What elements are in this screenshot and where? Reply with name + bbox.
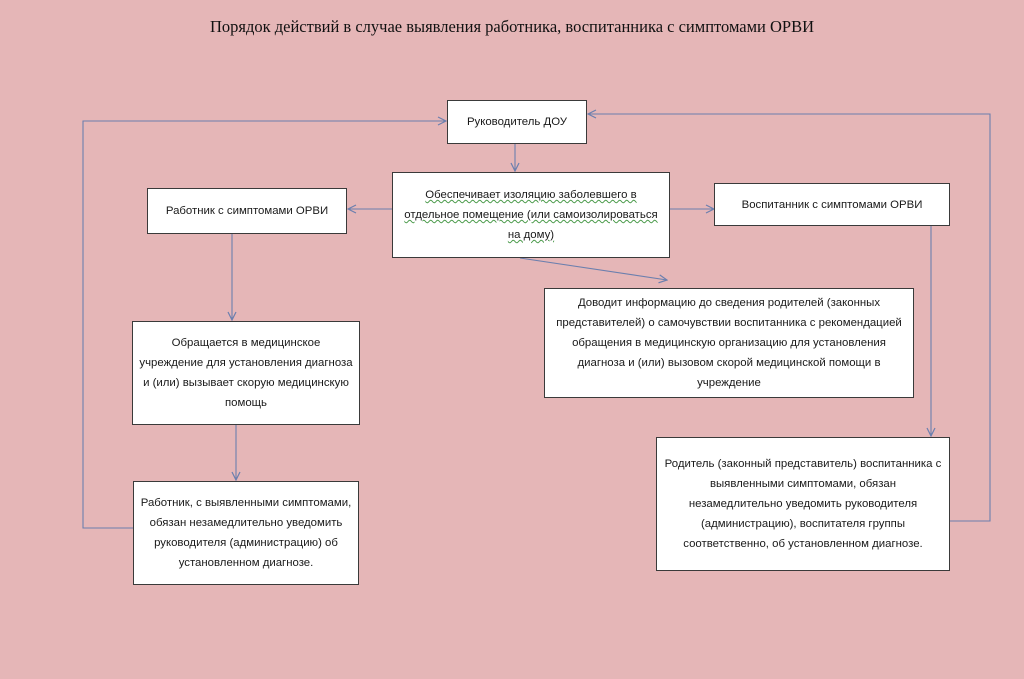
node-inform-parents-text: Доводит информацию до сведения родителей… <box>556 297 902 389</box>
diagram-title: Порядок действий в случае выявления рабо… <box>209 17 815 36</box>
node-parent-notify-text: Родитель (законный представитель) воспит… <box>664 458 942 550</box>
node-isolation-text: Обеспечивает изоляцию заболевшего в отде… <box>404 189 658 241</box>
node-worker: Работник с симптомами ОРВИ <box>147 188 347 234</box>
edge-parent-notify-to-leader <box>588 114 991 522</box>
node-child-text: Воспитанник с симптомами ОРВИ <box>741 198 923 211</box>
node-parent-notify: Родитель (законный представитель) воспит… <box>656 437 950 571</box>
node-inform-parents: Доводит информацию до сведения родителей… <box>544 288 914 398</box>
edge-isolation-to-inform <box>519 257 667 280</box>
node-isolation: Обеспечивает изоляцию заболевшего в отде… <box>392 172 670 258</box>
node-leader: Руководитель ДОУ <box>447 100 587 144</box>
node-worker-text: Работник с симптомами ОРВИ <box>165 205 329 217</box>
node-medical-request-text: Обращается в медицинское учреждение для … <box>139 337 353 409</box>
node-medical-request: Обращается в медицинское учреждение для … <box>132 321 360 425</box>
node-leader-text: Руководитель ДОУ <box>466 116 568 128</box>
node-worker-notify: Работник, с выявленными симптомами, обяз… <box>133 481 359 585</box>
edge-worker-notify-to-leader <box>82 121 446 529</box>
node-child: Воспитанник с симптомами ОРВИ <box>714 183 950 226</box>
node-worker-notify-text: Работник, с выявленными симптомами, обяз… <box>140 497 352 569</box>
